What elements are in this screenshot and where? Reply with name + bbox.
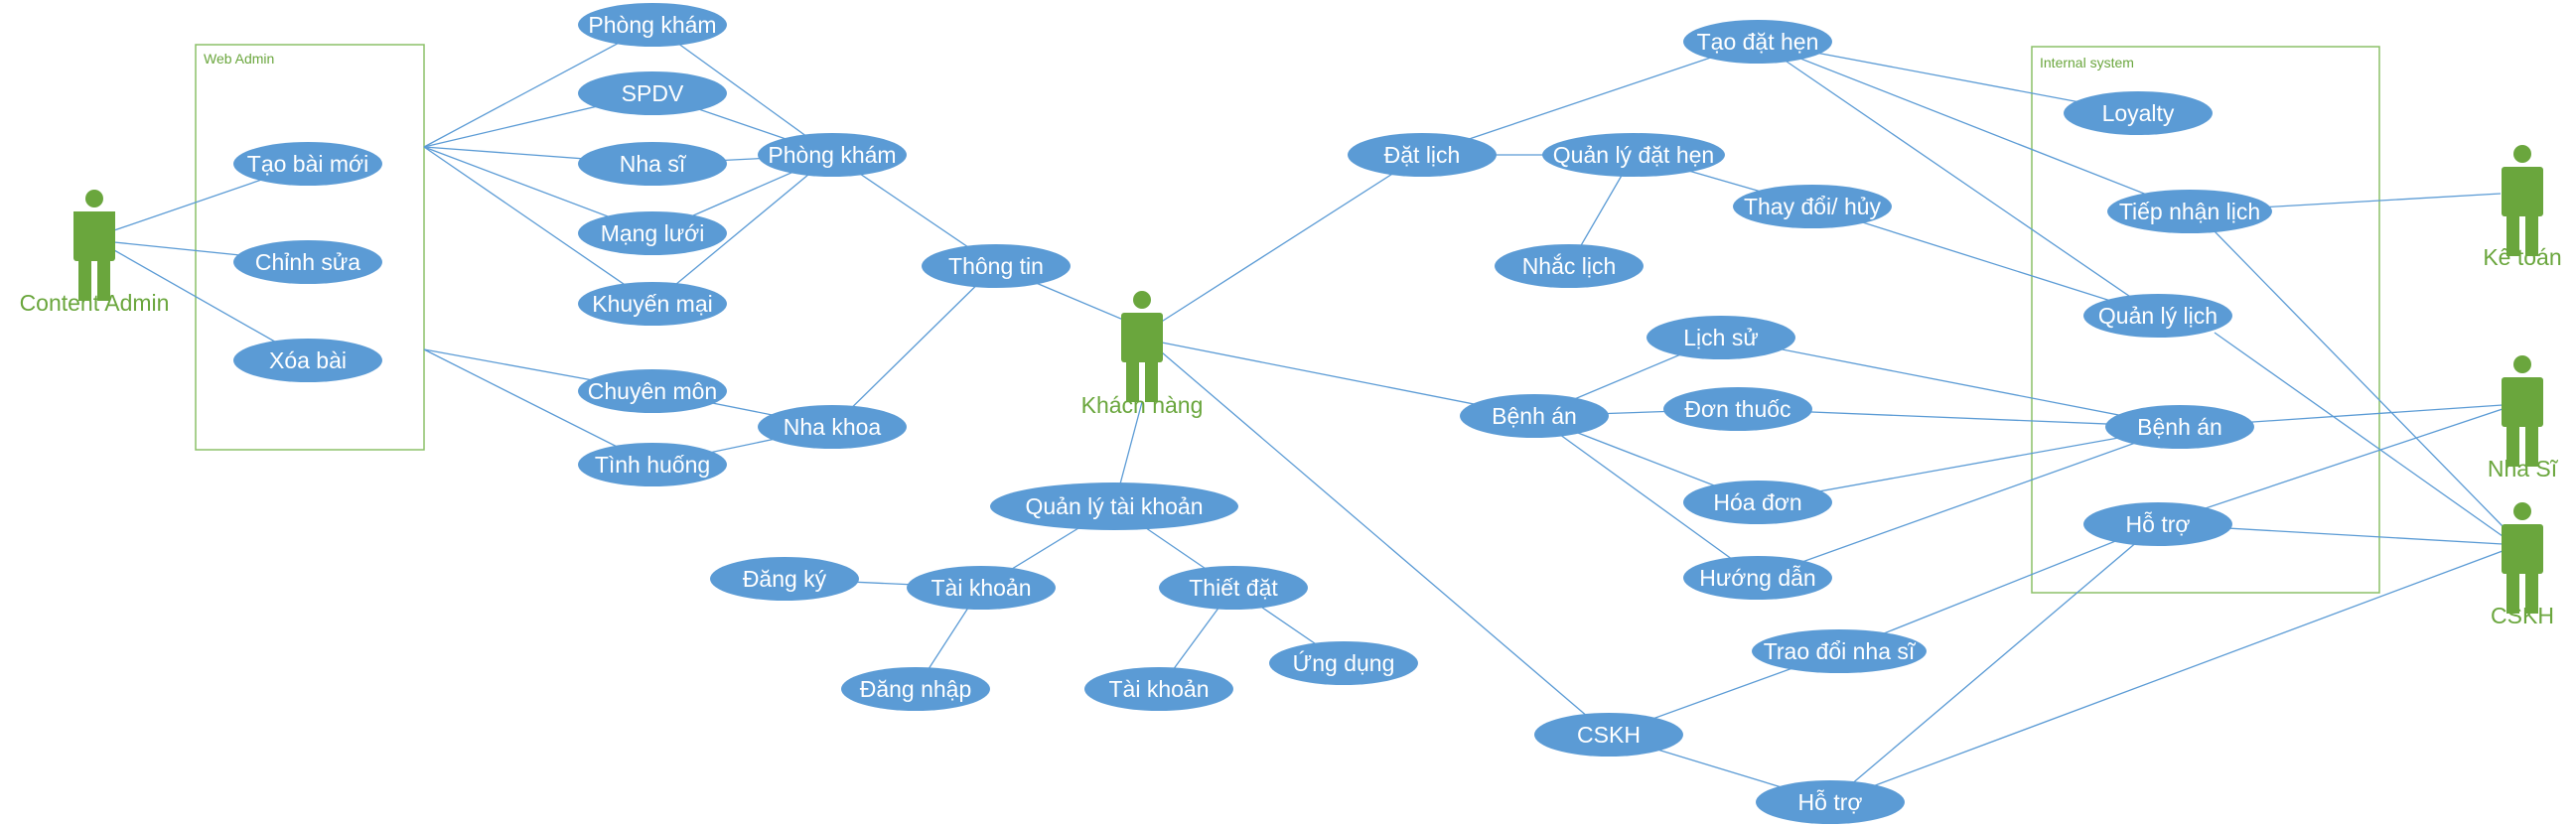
web-admin-label: Web Admin: [204, 51, 274, 67]
usecase-nhac-lich[interactable]: Nhắc lịch: [1495, 244, 1644, 288]
internal-system-label: Internal system: [2040, 55, 2134, 70]
person-icon: [2502, 145, 2543, 256]
usecase-thong-tin[interactable]: Thông tin: [922, 244, 1071, 288]
usecase-dat-lich[interactable]: Đặt lịch: [1348, 133, 1497, 177]
usecase-trao-doi-nha-si[interactable]: Trao đổi nha sĩ: [1752, 629, 1927, 673]
usecase-label: Trao đổi nha sĩ: [1764, 638, 1917, 664]
usecase-label: Hỗ trợ: [2126, 511, 2191, 537]
usecase-don-thuoc[interactable]: Đơn thuốc: [1663, 387, 1812, 431]
usecase-label: Bệnh án: [1492, 403, 1577, 429]
usecase-label: Nha khoa: [784, 414, 882, 440]
person-icon: [2502, 355, 2543, 467]
usecase-label: Nha sĩ: [620, 151, 687, 177]
usecase-phong-kham-top[interactable]: Phòng khám: [578, 3, 727, 47]
web-admin-boundary: Web Admin: [195, 44, 425, 451]
usecase-spdv[interactable]: SPDV: [578, 71, 727, 115]
usecase-label: Thay đổi/ hủy: [1744, 194, 1882, 219]
actor-khach-hang[interactable]: Khách hàng: [1081, 291, 1204, 418]
usecase-label: Tài khoản: [930, 575, 1031, 601]
usecase-quan-ly-tai-khoan[interactable]: Quản lý tài khoản: [990, 482, 1238, 530]
usecase-label: Mạng lưới: [601, 220, 705, 246]
usecase-label: Xóa bài: [269, 347, 347, 373]
usecase-label: Phòng khám: [768, 142, 896, 168]
usecase-tai-khoan[interactable]: Tài khoản: [907, 566, 1056, 610]
usecase-quan-ly-lich[interactable]: Quản lý lịch: [2083, 294, 2232, 338]
usecase-label: Nhắc lịch: [1522, 253, 1617, 279]
usecase-label: Lịch sử: [1683, 325, 1758, 350]
usecase-tiep-nhan-lich[interactable]: Tiếp nhận lịch: [2107, 190, 2272, 233]
actor-label: CSKH: [2491, 603, 2554, 628]
usecase-lich-su[interactable]: Lịch sử: [1646, 316, 1795, 359]
usecase-label: Thiết đặt: [1189, 575, 1278, 601]
usecase-dang-ky[interactable]: Đăng ký: [710, 557, 859, 601]
usecase-label: Tạo đặt hẹn: [1697, 29, 1819, 55]
usecase-ho-tro-internal[interactable]: Hỗ trợ: [2083, 502, 2232, 546]
usecase-hoa-don[interactable]: Hóa đơn: [1683, 481, 1832, 524]
actor-label: Content Admin: [20, 290, 170, 316]
usecase-label: Tình huống: [595, 452, 710, 478]
actor-ke-toan[interactable]: Kế toán: [2483, 145, 2562, 270]
usecase-nha-khoa[interactable]: Nha khoa: [758, 405, 907, 449]
usecase-label: Khuyến mại: [592, 291, 712, 317]
usecase-label: Thông tin: [948, 253, 1044, 279]
usecase-label: Đặt lịch: [1384, 142, 1461, 168]
usecase-dang-nhap[interactable]: Đăng nhập: [841, 667, 990, 711]
usecase-label: Chuyên môn: [588, 378, 717, 404]
usecase-thiet-dat[interactable]: Thiết đặt: [1159, 566, 1308, 610]
actor-cskh[interactable]: CSKH: [2491, 502, 2554, 628]
usecase-ho-tro-bottom[interactable]: Hỗ trợ: [1756, 780, 1905, 824]
actor-content-admin[interactable]: Content Admin: [20, 190, 170, 316]
usecase-benh-an[interactable]: Bệnh án: [1460, 394, 1609, 438]
usecase-label: Bệnh án: [2137, 414, 2222, 440]
usecase-label: Tạo bài mới: [247, 151, 368, 177]
usecase-label: Hóa đơn: [1713, 489, 1801, 515]
person-icon: [1121, 291, 1163, 402]
usecase-cskh[interactable]: CSKH: [1534, 713, 1683, 757]
usecase-loyalty[interactable]: Loyalty: [2064, 91, 2213, 135]
usecase-label: Đăng nhập: [860, 676, 972, 702]
usecase-tao-dat-hen[interactable]: Tạo đặt hẹn: [1683, 20, 1832, 64]
use-cases: Tạo bài mới Chỉnh sửa Xóa bài Phòng khám…: [233, 3, 2272, 824]
usecase-label: Chỉnh sửa: [255, 249, 360, 275]
usecase-label: Phòng khám: [588, 12, 716, 38]
usecase-label: Quản lý lịch: [2098, 303, 2218, 329]
usecase-label: Tiếp nhận lịch: [2119, 199, 2260, 224]
usecase-label: Hỗ trợ: [1798, 789, 1863, 815]
usecase-huong-dan[interactable]: Hướng dẫn: [1683, 556, 1832, 600]
usecase-mang-luoi[interactable]: Mạng lưới: [578, 211, 727, 255]
usecase-tinh-huong[interactable]: Tình huống: [578, 443, 727, 486]
usecase-chuyen-mon[interactable]: Chuyên môn: [578, 369, 727, 413]
usecase-quan-ly-dat-hen[interactable]: Quản lý đặt hẹn: [1542, 133, 1725, 177]
usecase-label: Đăng ký: [743, 566, 827, 592]
usecase-label: Quản lý tài khoản: [1025, 493, 1203, 519]
usecase-tai-khoan-2[interactable]: Tài khoản: [1084, 667, 1233, 711]
usecase-label: Tài khoản: [1108, 676, 1209, 702]
usecase-ung-dung[interactable]: Ứng dụng: [1269, 641, 1418, 685]
actor-label: Nha Sĩ: [2488, 456, 2559, 482]
actor-nha-si[interactable]: Nha Sĩ: [2488, 355, 2559, 482]
usecase-thay-doi-huy[interactable]: Thay đổi/ hủy: [1733, 185, 1892, 228]
usecase-label: Hướng dẫn: [1699, 565, 1815, 591]
actor-label: Kế toán: [2483, 244, 2561, 270]
usecase-label: Loyalty: [2102, 100, 2175, 126]
usecase-nha-si[interactable]: Nha sĩ: [578, 142, 727, 186]
usecase-label: Ứng dụng: [1293, 650, 1395, 676]
usecase-xoa-bai[interactable]: Xóa bài: [233, 339, 382, 382]
usecase-chinh-sua[interactable]: Chỉnh sửa: [233, 240, 382, 284]
usecase-benh-an-internal[interactable]: Bệnh án: [2105, 405, 2254, 449]
usecase-phong-kham[interactable]: Phòng khám: [758, 133, 907, 177]
person-icon: [73, 190, 115, 301]
usecase-label: Đơn thuốc: [1684, 396, 1790, 422]
usecase-tao-bai-moi[interactable]: Tạo bài mới: [233, 142, 382, 186]
actor-label: Khách hàng: [1081, 392, 1204, 418]
usecase-khuyen-mai[interactable]: Khuyến mại: [578, 282, 727, 326]
internal-system-boundary: Internal system: [2031, 46, 2380, 594]
usecase-label: CSKH: [1577, 722, 1641, 748]
usecase-label: Quản lý đặt hẹn: [1553, 142, 1714, 168]
usecase-label: SPDV: [622, 80, 684, 106]
person-icon: [2502, 502, 2543, 614]
